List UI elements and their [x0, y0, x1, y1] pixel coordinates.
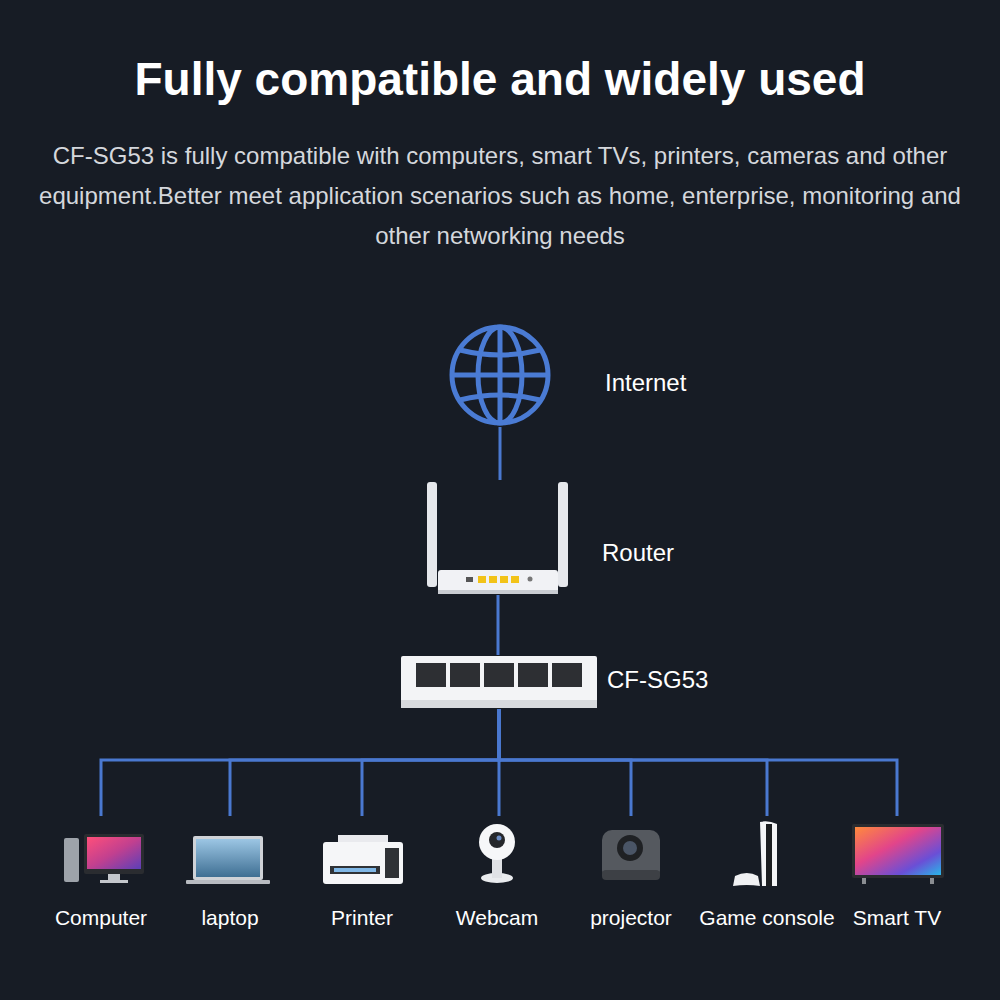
- network-link: [499, 709, 631, 816]
- device-node: Smart TV: [845, 816, 949, 888]
- network-link: [499, 709, 897, 816]
- printer-icon: [323, 835, 403, 884]
- device-node: Computer: [49, 816, 153, 888]
- device-node: Printer: [310, 816, 414, 888]
- network-link: [101, 709, 499, 816]
- device-node: projector: [579, 816, 683, 888]
- device-node: laptop: [178, 816, 282, 888]
- node-label: Smart TV: [853, 906, 941, 930]
- node-label: projector: [590, 906, 672, 930]
- node-label: CF-SG53: [607, 666, 708, 694]
- node-label: Game console: [699, 906, 834, 930]
- node-label: Router: [602, 539, 674, 567]
- globe-icon: [452, 327, 548, 423]
- laptop-icon: [186, 836, 270, 884]
- node-label: Webcam: [456, 906, 538, 930]
- switch-node: CF-SG53: [400, 655, 598, 709]
- network-link: [362, 709, 499, 816]
- description-text: CF-SG53 is fully compatible with compute…: [18, 136, 982, 256]
- internet-node: Internet: [448, 325, 552, 427]
- node-label: Printer: [331, 906, 393, 930]
- switch-icon: [401, 656, 597, 708]
- webcam-icon: [479, 824, 515, 883]
- projector-icon: [602, 830, 660, 880]
- diagram-title: Fully compatible and widely used: [20, 52, 980, 106]
- node-label: laptop: [201, 906, 258, 930]
- game-console-icon: [733, 821, 777, 886]
- node-label: Internet: [605, 369, 686, 397]
- node-label: Computer: [55, 906, 147, 930]
- network-link: [499, 427, 502, 480]
- router-icon: [427, 482, 568, 594]
- device-node: Game console: [715, 816, 819, 888]
- network-link: [230, 709, 499, 816]
- router-node: Router: [425, 480, 570, 595]
- smart-tv-icon: [852, 824, 944, 884]
- network-link: [499, 709, 767, 816]
- computer-icon: [64, 834, 144, 883]
- device-node: Webcam: [445, 816, 549, 888]
- network-link: [497, 595, 500, 655]
